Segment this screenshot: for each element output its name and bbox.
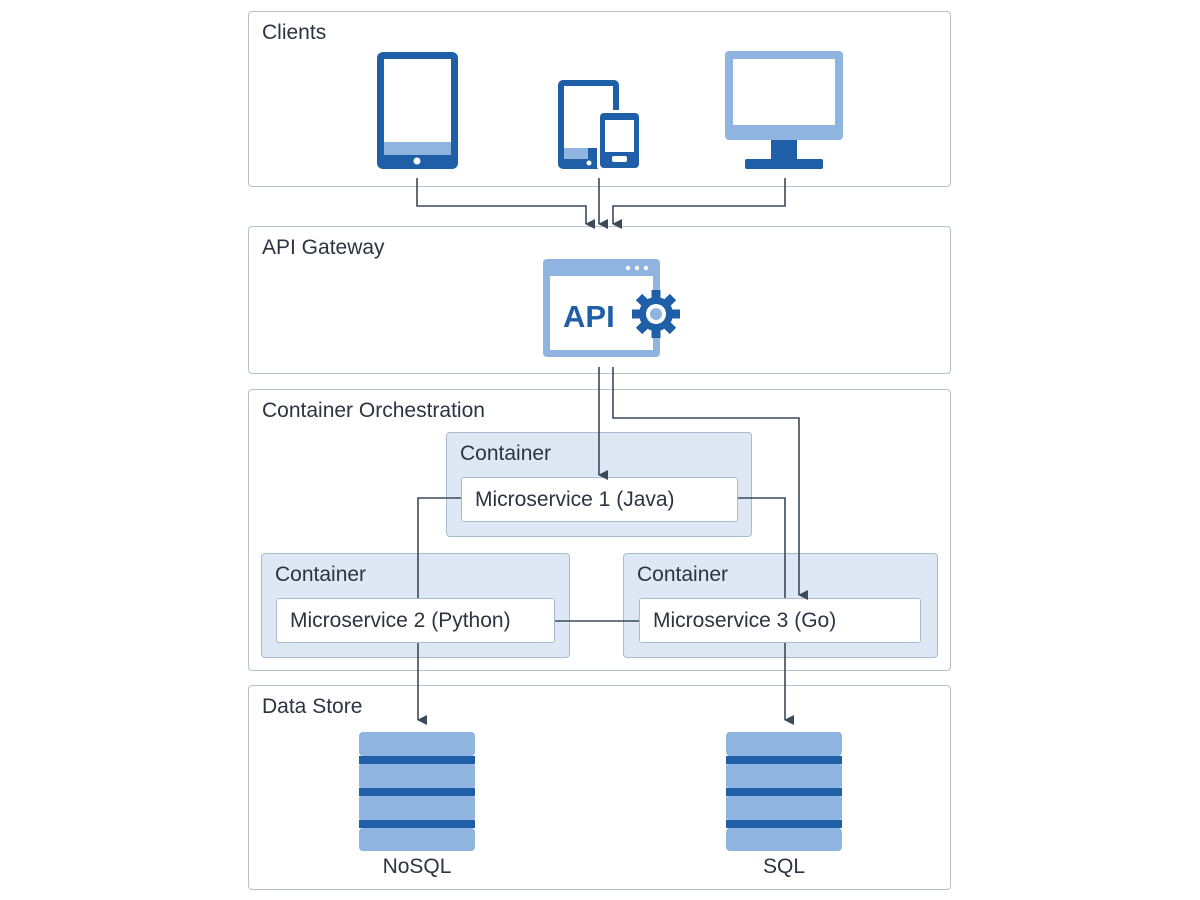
tablet-icon <box>377 52 458 169</box>
api-window-icon: API <box>543 259 660 357</box>
microservice-python-box: Microservice 2 (Python) <box>276 598 555 643</box>
nosql-label: NoSQL <box>382 855 452 878</box>
data-store-title: Data Store <box>262 695 363 718</box>
clients-title: Clients <box>262 21 327 44</box>
connectors <box>416 178 808 725</box>
tablet-to-gateway-arrow <box>416 178 595 229</box>
gear-icon <box>632 290 680 338</box>
microservice-java-box: Microservice 1 (Java) <box>461 477 738 522</box>
tablet-phone-icon <box>558 80 642 171</box>
microservice-go-box: Microservice 3 (Go) <box>639 598 921 643</box>
container-python-title: Container <box>275 563 367 586</box>
java-to-python-line <box>417 497 461 598</box>
database-icon <box>726 732 842 851</box>
monitor-icon <box>725 51 843 169</box>
container-go-title: Container <box>637 563 729 586</box>
database-icon <box>359 732 475 851</box>
monitor-to-gateway-arrow <box>612 178 786 229</box>
api-icon-text: API <box>563 299 615 334</box>
container-orchestration-title: Container Orchestration <box>262 399 485 422</box>
sql-label: SQL <box>762 855 806 878</box>
api-gateway-title: API Gateway <box>262 236 385 259</box>
container-java-title: Container <box>460 442 552 465</box>
java-to-go-line <box>738 497 786 598</box>
gateway-to-go-arrow <box>612 367 808 600</box>
